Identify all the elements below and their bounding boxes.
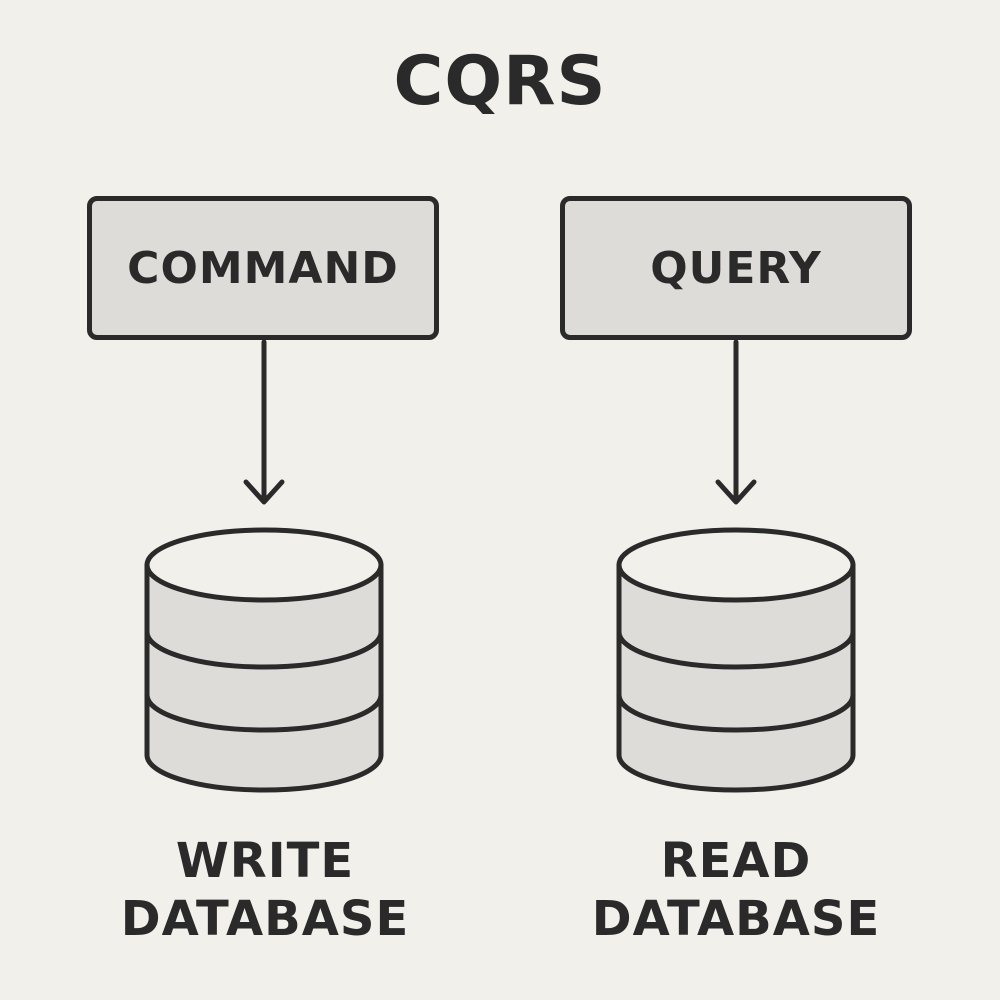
read-database-label-line1: READ bbox=[660, 833, 812, 889]
command-box: COMMAND bbox=[87, 196, 439, 340]
diagram-title: CQRS bbox=[393, 42, 607, 121]
read-database-label-line2: DATABASE bbox=[591, 891, 881, 947]
read-database-label: READ DATABASE bbox=[556, 832, 916, 948]
write-database-label-line1: WRITE bbox=[175, 833, 355, 889]
read-database-icon bbox=[616, 527, 856, 793]
write-database-label-line2: DATABASE bbox=[120, 891, 410, 947]
command-label: COMMAND bbox=[127, 242, 399, 294]
query-label: QUERY bbox=[650, 242, 822, 294]
query-box: QUERY bbox=[560, 196, 912, 340]
write-database-label: WRITE DATABASE bbox=[85, 832, 445, 948]
arrow-query-to-read bbox=[715, 339, 757, 505]
write-database-icon bbox=[144, 527, 384, 793]
arrow-command-to-write bbox=[243, 339, 285, 505]
